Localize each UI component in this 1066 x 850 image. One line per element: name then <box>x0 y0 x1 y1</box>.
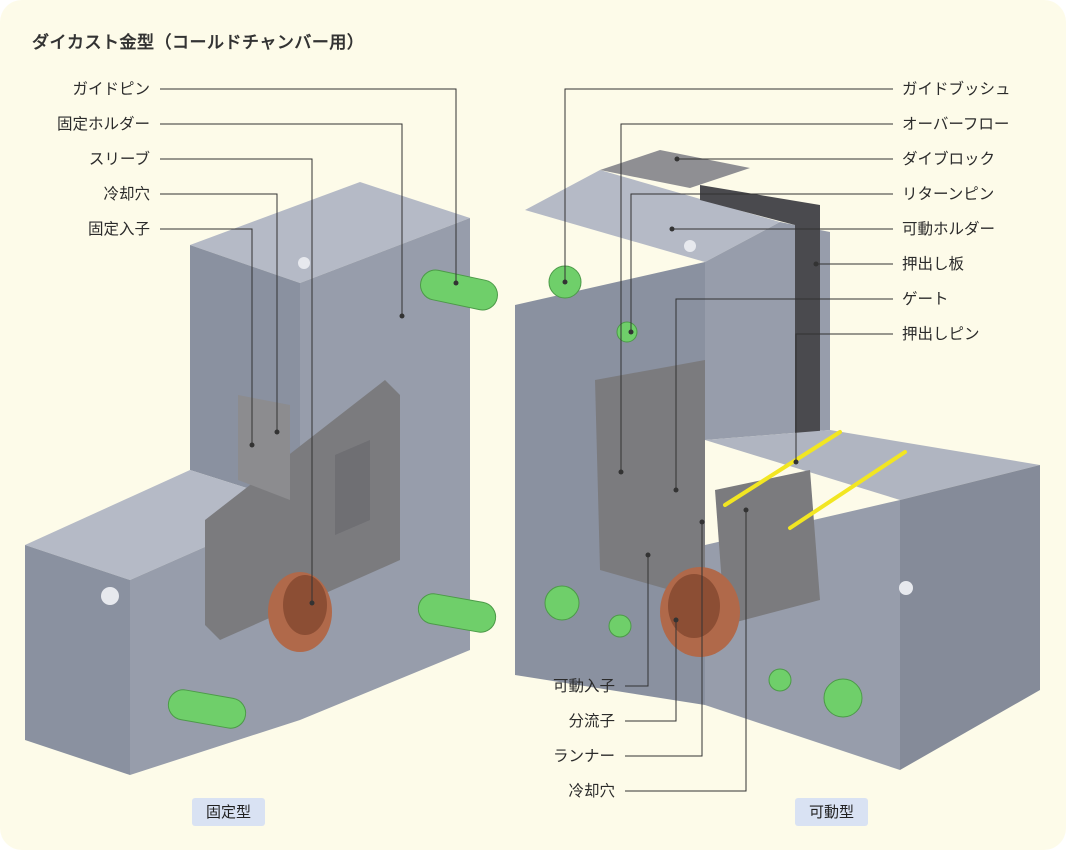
label-spreader: 分流子 <box>568 712 615 730</box>
label-ejector-pin: 押出しピン <box>902 325 980 343</box>
label-die-block: ダイブロック <box>902 150 996 168</box>
label-runner: ランナー <box>552 747 615 765</box>
label-fixed-holder: 固定ホルダー <box>56 115 150 133</box>
label-overflow: オーバーフロー <box>902 115 1010 133</box>
label-cooling-hole-moving: 冷却穴 <box>568 782 615 800</box>
fixed-die-tag: 固定型 <box>192 798 266 826</box>
label-fixed-insert: 固定入子 <box>87 220 150 238</box>
label-cooling-hole: 冷却穴 <box>103 185 150 203</box>
label-return-pin: リターンピン <box>902 185 995 203</box>
label-guide-bush: ガイドブッシュ <box>902 80 1011 98</box>
label-ejector-plate: 押出し板 <box>902 255 965 273</box>
fixed-die-illustration <box>25 182 498 775</box>
label-sleeve: スリーブ <box>88 150 150 168</box>
label-moving-holder: 可動ホルダー <box>902 220 996 238</box>
leader-lines <box>160 88 893 792</box>
label-moving-insert: 可動入子 <box>552 677 615 695</box>
label-gate: ゲート <box>902 290 949 308</box>
label-guide-pin: ガイドピン <box>72 80 150 98</box>
leader-dots <box>249 156 819 623</box>
moving-die-tag: 可動型 <box>795 798 869 826</box>
diagram-title: ダイカスト金型（コールドチャンバー用） <box>32 33 365 53</box>
moving-die-illustration <box>515 150 1040 770</box>
